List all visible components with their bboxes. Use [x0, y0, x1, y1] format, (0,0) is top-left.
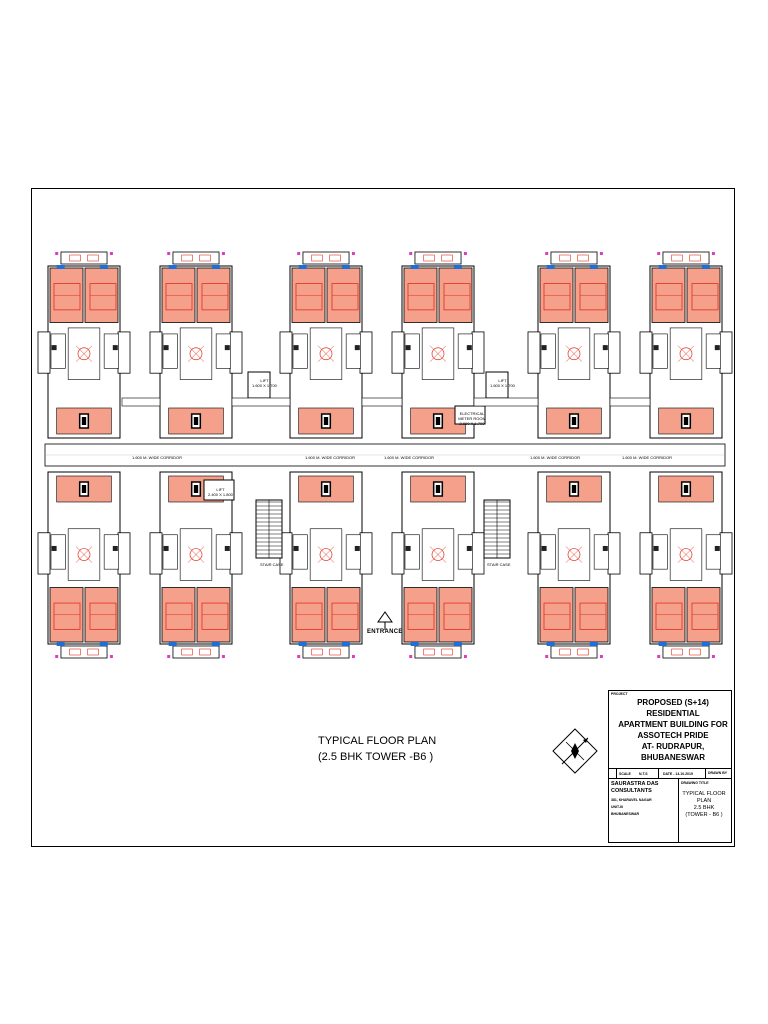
project-label: PROJECT [611, 692, 628, 696]
apartment-unit-1 [37, 251, 131, 439]
staircase-1 [255, 499, 283, 559]
title-block: PROJECT PROPOSED (S+14) RESIDENTIAL APAR… [608, 690, 732, 843]
apartment-unit-5 [527, 251, 621, 439]
entrance-label: ENTRANCE [367, 629, 403, 635]
corridor-label-5: 1.600 M. WIDE CORRIDOR [622, 455, 673, 460]
connector-3 [361, 397, 403, 407]
north-arrow-icon [552, 728, 598, 774]
drawing-title-label: DRAWING TITLE [681, 781, 709, 785]
apartment-unit-6 [639, 251, 733, 439]
apartment-unit-8 [149, 471, 243, 659]
firm-name: SAURASTRA DAS CONSULTANTS [611, 781, 659, 794]
corridor-label-4: 1.600 M. WIDE CORRIDOR [530, 455, 581, 460]
drawing-sheet [31, 188, 735, 847]
apartment-units [37, 251, 733, 659]
firm-cell: SAURASTRA DAS CONSULTANTS 381, KHARAVEL … [609, 779, 679, 842]
connector-4 [473, 397, 539, 407]
lift-room [203, 479, 235, 501]
entrance-arrow-icon [377, 611, 393, 623]
plan-title-line1: TYPICAL FLOOR PLAN [318, 735, 437, 747]
drawing-title: TYPICAL FLOOR PLAN 2.5 BHK (TOWER - B6 ) [682, 791, 726, 818]
corridor-label-2: 1.600 M. WIDE CORRIDOR [305, 455, 356, 460]
project-name: PROPOSED (S+14) RESIDENTIAL APARTMENT BU… [618, 698, 728, 762]
apartment-unit-3 [279, 251, 373, 439]
staircase-2 [483, 499, 511, 559]
staircase-label-left: STAIR CASE [260, 562, 284, 567]
corridor-label-3: 1.600 M. WIDE CORRIDOR [384, 455, 435, 460]
corridors-and-cores [44, 371, 726, 630]
corridor-label-1: 1.600 M. WIDE CORRIDOR [132, 455, 183, 460]
firm-address: 381, KHARAVEL NAGAR UNIT-III BHUBANESWAR [611, 798, 652, 816]
connector-5 [609, 397, 651, 407]
scale-date-row: SCALE N.T.S DATE - 14.10.2019 DRAWN BY [609, 769, 731, 779]
connector-2 [231, 397, 291, 407]
connector-1 [121, 397, 161, 407]
apartment-unit-12 [639, 471, 733, 659]
apartment-unit-11 [527, 471, 621, 659]
plan-title-line2: (2.5 BHK TOWER -B6 ) [318, 751, 434, 763]
staircase-label-right: STAIR CASE [487, 562, 511, 567]
electrical-room [454, 405, 486, 425]
apartment-unit-2 [149, 251, 243, 439]
plan-title: TYPICAL FLOOR PLAN (2.5 BHK TOWER -B6 ) [318, 733, 436, 765]
apartment-unit-10 [391, 471, 485, 659]
apartment-unit-9 [279, 471, 373, 659]
apartment-unit-7 [37, 471, 131, 659]
project-cell: PROJECT PROPOSED (S+14) RESIDENTIAL APAR… [609, 691, 731, 769]
